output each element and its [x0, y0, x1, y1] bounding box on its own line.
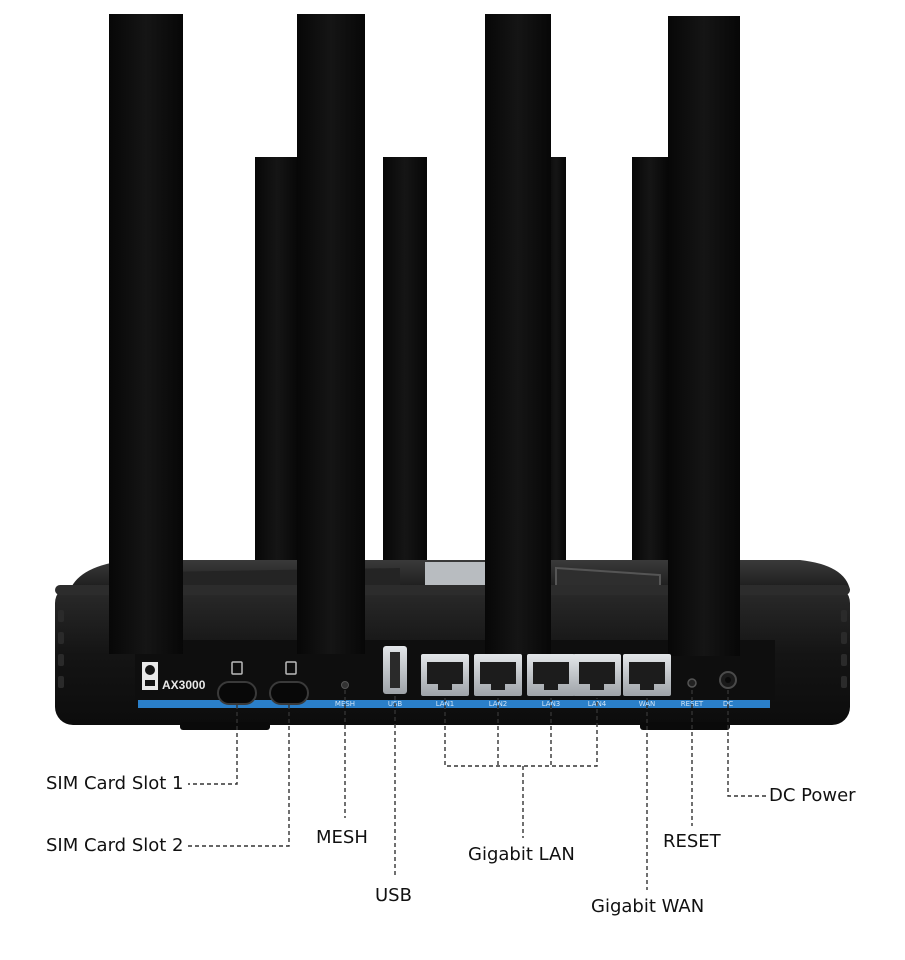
lan2-port [474, 654, 522, 696]
sim-slot-1 [217, 681, 257, 705]
port-label-lan3: LAN3 [542, 700, 561, 708]
callout-gigabit-wan: Gigabit WAN [591, 896, 705, 917]
callout-reset: RESET [663, 831, 721, 852]
logo-badge [142, 662, 158, 690]
antenna [297, 14, 365, 654]
sim-slots [217, 661, 309, 705]
leader-lines [188, 690, 766, 890]
reset-pinhole [687, 678, 697, 688]
callout-sim-slot-1: SIM Card Slot 1 [46, 773, 184, 794]
lan4-port [573, 654, 621, 696]
mesh-button [341, 681, 349, 689]
model-badge: AX3000 [162, 678, 206, 692]
antenna [109, 14, 183, 654]
usb-port [383, 646, 407, 694]
port-label-lan2: LAN2 [489, 700, 508, 708]
port-label-lan1: LAN1 [436, 700, 455, 708]
ethernet-ports [421, 654, 671, 696]
antenna [255, 157, 299, 577]
callout-dc-power: DC Power [769, 785, 856, 806]
antennas-front [109, 14, 740, 656]
accent-strip [138, 700, 770, 708]
lan3-port [527, 654, 575, 696]
antenna [485, 14, 551, 654]
antenna [632, 157, 668, 577]
antenna [668, 16, 740, 656]
sim-slot-2 [269, 681, 309, 705]
port-label-wan: WAN [639, 700, 656, 708]
antenna [383, 157, 427, 577]
wan-port [623, 654, 671, 696]
callout-sim-slot-2: SIM Card Slot 2 [46, 835, 184, 856]
callout-mesh: MESH [316, 827, 368, 848]
lan1-port [421, 654, 469, 696]
callout-usb: USB [375, 885, 412, 906]
callout-gigabit-lan: Gigabit LAN [468, 844, 575, 865]
